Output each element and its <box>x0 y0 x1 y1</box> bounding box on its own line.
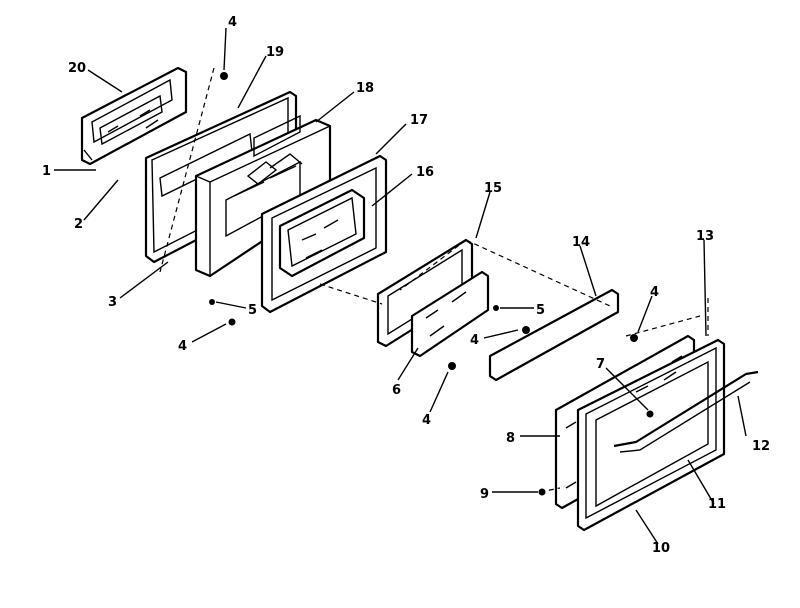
callout-labels: 20 4 19 18 17 16 1 2 3 5 4 15 5 4 4 6 14… <box>42 15 770 556</box>
part-20-rear-glass-panel <box>80 66 188 166</box>
screw-lower-left <box>228 318 236 326</box>
part-16-inner-window-glass <box>278 188 366 278</box>
callout-4-bottom: 4 <box>422 413 431 428</box>
part-12-door-handle <box>613 370 759 453</box>
screw-top <box>220 72 228 80</box>
screw-frame-left <box>538 488 546 496</box>
callout-4-left: 4 <box>178 339 187 354</box>
screw-handle <box>646 410 654 418</box>
callout-9: 9 <box>480 487 489 502</box>
assembly-alignment-lines <box>159 67 709 493</box>
callout-15: 15 <box>484 181 502 196</box>
callout-18: 18 <box>356 81 374 96</box>
callout-leaders <box>54 27 747 545</box>
screw-bottom-center <box>448 362 456 370</box>
callout-19: 19 <box>266 45 284 60</box>
callout-12: 12 <box>752 439 770 454</box>
screw-right <box>630 334 638 342</box>
callout-16: 16 <box>416 165 434 180</box>
callout-10: 10 <box>652 541 670 556</box>
callout-20: 20 <box>68 61 86 76</box>
screw-mid <box>522 326 530 334</box>
callout-1: 1 <box>42 164 51 179</box>
callout-14: 14 <box>572 235 590 250</box>
callout-4-top: 4 <box>228 15 237 30</box>
callout-3: 3 <box>108 295 117 310</box>
callout-5-mid: 5 <box>536 303 545 318</box>
callout-4-right: 4 <box>650 285 659 300</box>
callout-11: 11 <box>708 497 726 512</box>
callout-17: 17 <box>410 113 428 128</box>
part-14-door-trim-strip <box>488 288 620 382</box>
callout-4-mid: 4 <box>470 333 479 348</box>
callout-8: 8 <box>506 431 515 446</box>
part-10-outer-door-frame <box>576 338 726 532</box>
callout-7: 7 <box>596 357 605 372</box>
callout-6: 6 <box>392 383 401 398</box>
callout-5-left: 5 <box>248 303 257 318</box>
clip-5-a <box>209 299 215 305</box>
part-18-insulation-pack <box>246 153 303 185</box>
callout-2: 2 <box>74 217 83 232</box>
part-6-window-glass <box>410 270 490 358</box>
clip-5-b <box>493 305 499 311</box>
fastener-screws <box>209 72 654 496</box>
callout-13: 13 <box>696 229 714 244</box>
